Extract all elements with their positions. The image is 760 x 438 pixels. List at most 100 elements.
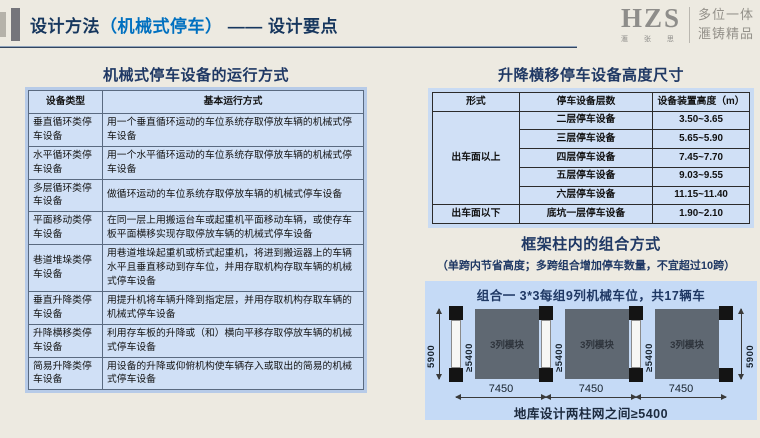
module-block-label: 3列模块 — [580, 340, 614, 351]
bay-width-label: 7450 — [668, 383, 694, 395]
company-logo: HZS 滙 张 思 多位一体 滙铸精品 — [621, 5, 754, 44]
cell-desc: 在同一层上用搬运台车或起重机平面移动车辆，或使存车板平面横移实现存取停放车辆的机… — [102, 211, 364, 246]
cell-desc: 用巷道堆垛起重机或桥式起重机，将进到搬运器上的车辆水平且垂直移动到存车位，并用存… — [102, 244, 364, 292]
cell-desc: 用一个垂直循环运动的车位系统存取停放车辆的机械式停车设备 — [102, 112, 364, 147]
table-row: 升降横移类停车设备 利用存车板的升降或（和）横向平移存取停放车辆的机械式停车设备 — [28, 323, 364, 358]
cell-layers: 六层停车设备 — [518, 185, 654, 206]
table-row: 出车面以上 二层停车设备 3.50~3.65 — [432, 110, 750, 206]
page-title-highlight: （机械式停车） — [100, 17, 223, 36]
right-dimension-label: 5900 — [745, 344, 756, 368]
column-square — [719, 368, 733, 382]
header-accent-bar-dark — [11, 8, 20, 41]
cell-desc: 利用存车板的升降或（和）横向平移存取停放车辆的机械式停车设备 — [102, 323, 364, 358]
logo-subtext: 滙 张 思 — [621, 36, 681, 43]
table-row: 水平循环类停车设备 用一个水平循环运动的车位系统存取停放车辆的机械式停车设备 — [28, 145, 364, 180]
cell-desc: 用一个水平循环运动的车位系统存取停放车辆的机械式停车设备 — [102, 145, 364, 180]
cell-height: 7.45~7.70 — [652, 148, 750, 168]
left-dimension-line — [436, 308, 442, 380]
cell-type: 升降横移类停车设备 — [28, 323, 103, 358]
page-title-suffix: —— 设计要点 — [227, 17, 338, 36]
combination-diagram-panel: 组合一 3*3每组9列机械车位，共17辆车 5900 ≥5400 3列模块 ≥5… — [425, 281, 757, 421]
diagram-body: 5900 ≥5400 3列模块 ≥5400 3列模块 ≥5400 3列模块 — [425, 306, 757, 402]
table-row: 三层停车设备 5.65~5.90 — [433, 129, 750, 150]
strip-dimension-label: ≥5400 — [464, 343, 475, 372]
logo-tagline: 多位一体 滙铸精品 — [690, 6, 754, 44]
column-square — [629, 368, 643, 382]
logo-tagline-line2: 滙铸精品 — [697, 25, 754, 41]
right-dimension-line — [738, 308, 744, 380]
table-header-row: 形式 停车设备层数 设备装置高度（m） — [432, 92, 750, 112]
table-row: 简易升降类停车设备 用设备的升降或仰俯机构使车辆存入或取出的简易的机械式停车设备 — [28, 356, 364, 391]
logo-mark: HZS 滙 张 思 — [621, 5, 689, 44]
cell-height: 1.90~2.10 — [652, 204, 750, 225]
cell-type: 平面移动类停车设备 — [28, 211, 103, 246]
bay-width-dimension-line — [545, 394, 637, 400]
logo-text: HZS — [620, 3, 681, 33]
cell-group-above: 出车面以上 — [432, 110, 520, 206]
column-square — [539, 306, 553, 320]
bay-width-dimension-line — [455, 394, 547, 400]
cell-type: 巷道堆垛类停车设备 — [28, 244, 103, 292]
cell-type: 垂直循环类停车设备 — [28, 112, 103, 147]
cell-type: 多层循环类停车设备 — [28, 178, 103, 213]
table-row: 垂直升降类停车设备 用提升机将车辆升降到指定层，并用存取机构存取车辆的机械式停车… — [28, 290, 364, 325]
col-header-layers: 停车设备层数 — [518, 92, 654, 112]
header-accent-bar-light — [0, 12, 6, 37]
cell-desc: 做循环运动的车位系统存取停放车辆的机械式停车设备 — [102, 178, 364, 213]
bay-width-label: 7450 — [488, 383, 514, 395]
operation-modes-table: 设备类型 基本运行方式 垂直循环类停车设备 用一个垂直循环运动的车位系统存取停放… — [28, 90, 364, 391]
module-block: 3列模块 — [565, 309, 629, 379]
cell-type: 水平循环类停车设备 — [28, 145, 103, 180]
combo-section-subtitle: （单跨内节省高度；多跨组合增加停车数量，不宜超过10跨） — [436, 260, 736, 272]
cell-height: 11.15~11.40 — [652, 185, 750, 206]
combo-section-title: 框架柱内的组合方式 — [521, 236, 661, 253]
cell-type: 简易升降类停车设备 — [28, 356, 103, 391]
page-title: 设计方法（机械式停车） —— 设计要点 — [30, 12, 338, 37]
col-header-height: 设备装置高度（m） — [652, 92, 750, 112]
table-row: 平面移动类停车设备 在同一层上用搬运台车或起重机平面移动车辆，或使存车板平面横移… — [28, 211, 364, 246]
cell-type: 垂直升降类停车设备 — [28, 290, 103, 325]
bay-width-label: 7450 — [578, 383, 604, 395]
left-section-title: 机械式停车设备的运行方式 — [102, 67, 289, 84]
column-square — [629, 306, 643, 320]
cell-height: 5.65~5.90 — [652, 129, 750, 150]
lift-strip — [451, 320, 461, 368]
cell-desc: 用设备的升降或仰俯机构使车辆存入或取出的简易的机械式停车设备 — [102, 356, 364, 391]
cell-height: 3.50~3.65 — [652, 110, 750, 131]
operation-modes-table-panel: 设备类型 基本运行方式 垂直循环类停车设备 用一个垂直循环运动的车位系统存取停放… — [25, 87, 367, 394]
page-title-prefix: 设计方法 — [30, 17, 100, 36]
height-table-panel: 形式 停车设备层数 设备装置高度（m） 出车面以上 二层停车设备 3.50~3.… — [428, 88, 754, 229]
header-underline — [0, 46, 577, 48]
module-block: 3列模块 — [475, 309, 539, 379]
cell-desc: 用提升机将车辆升降到指定层，并用存取机构存取车辆的机械式停车设备 — [102, 290, 364, 325]
height-section-title: 升降横移停车设备高度尺寸 — [497, 67, 684, 84]
cell-layers: 四层停车设备 — [518, 148, 654, 168]
height-table: 形式 停车设备层数 设备装置高度（m） 出车面以上 二层停车设备 3.50~3.… — [432, 92, 750, 225]
table-row: 巷道堆垛类停车设备 用巷道堆垛起重机或桥式起重机，将进到搬运器上的车辆水平且垂直… — [28, 244, 364, 292]
cell-group-below: 出车面以下 — [432, 204, 520, 225]
table-header-row: 设备类型 基本运行方式 — [28, 90, 364, 114]
bay-width-dimension-line — [635, 394, 727, 400]
cell-height: 9.03~9.55 — [652, 166, 750, 187]
logo-tagline-line1: 多位一体 — [697, 6, 754, 22]
strip-dimension-label: ≥5400 — [554, 343, 565, 372]
column-square — [719, 306, 733, 320]
column-square — [539, 368, 553, 382]
lift-strip — [631, 320, 641, 368]
col-header-desc: 基本运行方式 — [102, 90, 364, 114]
cell-layers: 二层停车设备 — [518, 110, 654, 131]
col-header-type: 设备类型 — [28, 90, 103, 114]
lift-strip — [541, 320, 551, 368]
module-block-label: 3列模块 — [670, 340, 704, 351]
diagram-bottom-note: 地库设计两柱网之间≥5400 — [513, 407, 669, 421]
column-square — [449, 368, 463, 382]
left-dimension-label: 5900 — [426, 344, 437, 368]
column-square — [449, 306, 463, 320]
logo-divider — [688, 6, 690, 43]
cell-layers: 三层停车设备 — [518, 129, 654, 150]
col-header-form: 形式 — [432, 92, 520, 112]
cell-layers: 底坑一层停车设备 — [518, 204, 654, 225]
module-block: 3列模块 — [655, 309, 719, 379]
table-row: 多层循环类停车设备 做循环运动的车位系统存取停放车辆的机械式停车设备 — [28, 178, 364, 213]
